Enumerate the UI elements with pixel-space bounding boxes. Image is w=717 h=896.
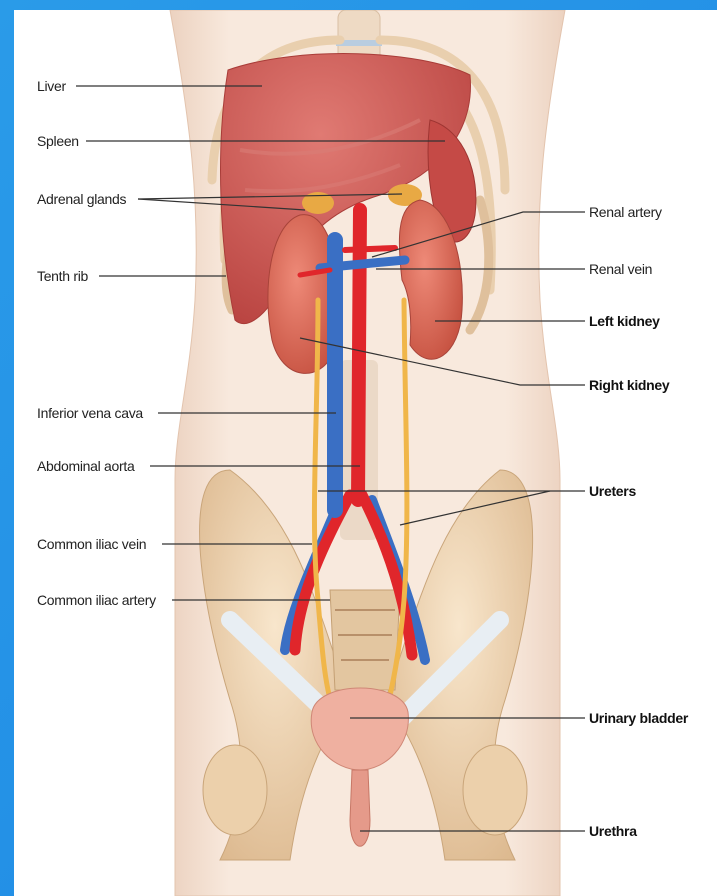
label-liver: Liver [37,78,66,94]
label-tenth-rib: Tenth rib [37,268,89,284]
urinary-system-diagram: Liver Spleen Adrenal glands Tenth rib In… [14,10,717,896]
label-common-iliac-artery: Common iliac artery [37,592,156,608]
urethra [350,770,370,846]
label-renal-artery: Renal artery [589,204,662,220]
abdominal-aorta [358,210,360,500]
label-abdominal-aorta: Abdominal aorta [37,458,135,474]
label-urinary-bladder: Urinary bladder [589,710,689,726]
label-renal-vein: Renal vein [589,261,652,277]
label-adrenal-glands: Adrenal glands [37,191,126,207]
label-left-kidney: Left kidney [589,313,660,329]
label-inferior-vena-cava: Inferior vena cava [37,405,143,421]
label-spleen: Spleen [37,133,79,149]
label-urethra: Urethra [589,823,637,839]
diagram-frame: Liver Spleen Adrenal glands Tenth rib In… [14,10,717,896]
label-common-iliac-vein: Common iliac vein [37,536,146,552]
label-ureters: Ureters [589,483,636,499]
label-right-kidney: Right kidney [589,377,670,393]
